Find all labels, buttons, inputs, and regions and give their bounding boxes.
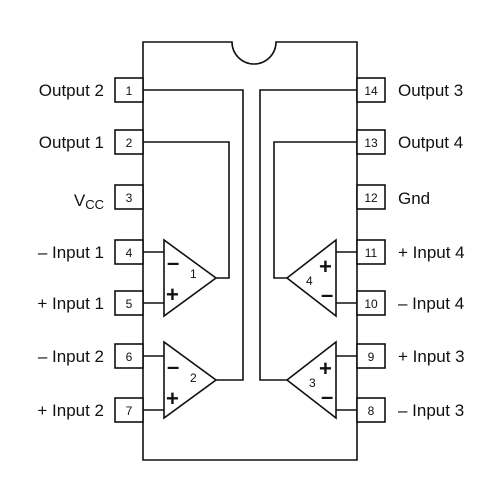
pin-label-9: + Input 3 [398, 347, 465, 366]
amp-4-triangle [285, 238, 337, 318]
pin-number-7: 7 [126, 404, 133, 418]
vcc-main: V [74, 191, 86, 210]
pin-box-12 [356, 184, 386, 210]
pin-number-9: 9 [368, 350, 375, 364]
pin-label-11: + Input 4 [398, 243, 465, 262]
pin-number-11: 11 [365, 246, 378, 260]
pin-box-3 [114, 184, 144, 210]
amp-3-plus: + [319, 356, 332, 381]
pin-label-1: Output 2 [39, 81, 104, 100]
wire-amp1-output-pin2 [143, 141, 230, 279]
amp-3-minus: – [321, 384, 333, 409]
wire-amp3-output-pin14 [259, 89, 357, 381]
pin-number-2: 2 [126, 136, 133, 150]
amp-2-minus: – [167, 354, 179, 379]
pin-number-1: 1 [126, 84, 133, 98]
amp-3-number: 3 [309, 376, 316, 390]
pin-number-4: 4 [126, 246, 133, 260]
pin-label-5: + Input 1 [37, 294, 104, 313]
pin-number-12: 12 [364, 191, 378, 205]
pin-number-8: 8 [368, 404, 375, 418]
amp-2-plus: + [166, 386, 179, 411]
pin-number-14: 14 [364, 84, 378, 98]
pin-label-4: – Input 1 [38, 243, 104, 262]
amp-4-number: 4 [306, 274, 313, 288]
pin-label-10: – Input 4 [398, 294, 464, 313]
pin-number-13: 13 [364, 136, 378, 150]
amp-2-number: 2 [190, 371, 197, 385]
pin-number-3: 3 [126, 191, 133, 205]
amp-1-triangle [163, 238, 218, 318]
vcc-subscript: CC [85, 197, 104, 212]
amp-1-minus: – [167, 250, 179, 275]
amp-2-triangle [163, 340, 218, 420]
pin-label-8: – Input 3 [398, 401, 464, 420]
pin-number-10: 10 [364, 297, 378, 311]
amp-1-plus: + [166, 282, 179, 307]
pin-label-12: Gnd [398, 189, 430, 208]
ic-package-body [142, 41, 358, 461]
pin-label-14: Output 3 [398, 81, 463, 100]
pin-label-3: VCC [74, 191, 104, 212]
amp-4-plus: + [319, 254, 332, 279]
amp-4-minus: – [321, 282, 333, 307]
amp-1-number: 1 [190, 267, 197, 281]
pin-label-6: – Input 2 [38, 347, 104, 366]
wire-amp4-output-pin13 [273, 141, 357, 279]
pin-label-13: Output 4 [398, 133, 463, 152]
pin-label-2: Output 1 [39, 133, 104, 152]
pin-number-5: 5 [126, 297, 133, 311]
pin-number-6: 6 [126, 350, 133, 364]
pin-label-7: + Input 2 [37, 401, 104, 420]
wire-amp2-output-pin1 [143, 89, 244, 381]
amp-3-triangle [285, 340, 337, 420]
